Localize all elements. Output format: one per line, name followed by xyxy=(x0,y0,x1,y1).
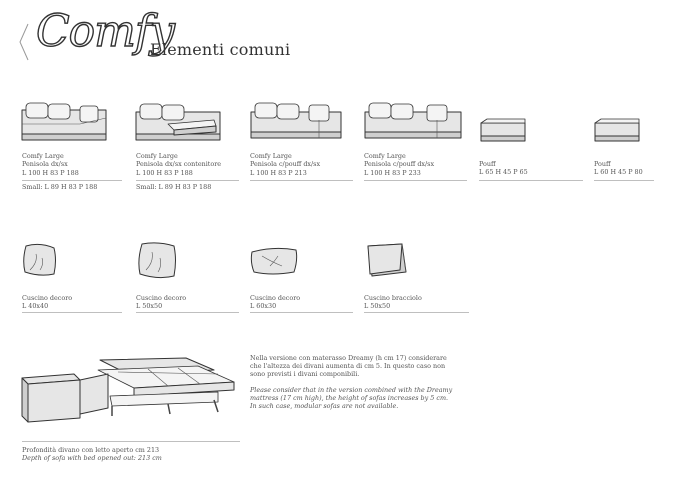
bed-depth-caption: Profondità divano con letto aperto cm 21… xyxy=(22,446,162,463)
divider xyxy=(136,180,239,181)
sofa-pouff-illustration xyxy=(250,102,342,139)
divider xyxy=(22,312,122,313)
pouff-square-illustration xyxy=(480,118,526,142)
divider xyxy=(250,180,353,181)
cushion-60x30-illustration xyxy=(250,247,298,275)
cushion-40-illustration xyxy=(23,243,56,276)
divider xyxy=(22,180,122,181)
armrest-cushion-illustration xyxy=(367,243,407,277)
chevron-left-icon xyxy=(19,23,29,61)
divider xyxy=(364,180,467,181)
page-title: Elementi comuni xyxy=(150,40,291,59)
divider xyxy=(250,312,353,313)
sofa-bed-illustration xyxy=(21,357,235,423)
dreamy-note-en: Please consider that in the version comb… xyxy=(250,386,453,411)
item-small-size: Small: L 89 H 83 P 188 xyxy=(136,183,212,191)
sofa-pouff-long-illustration xyxy=(364,102,462,139)
divider xyxy=(364,312,469,313)
item-small-size: Small: L 89 H 83 P 188 xyxy=(22,183,98,191)
pouff-rect-illustration xyxy=(594,118,640,142)
brand-logo: Comfy xyxy=(35,6,175,57)
divider xyxy=(594,180,654,181)
divider xyxy=(479,180,583,181)
sofa-chaise-illustration xyxy=(21,102,107,141)
sofa-storage-illustration xyxy=(135,103,221,141)
cushion-50-illustration xyxy=(138,242,176,279)
divider xyxy=(136,312,239,313)
dreamy-note-it: Nella versione con materasso Dreamy (h c… xyxy=(250,354,447,379)
divider xyxy=(22,441,240,442)
